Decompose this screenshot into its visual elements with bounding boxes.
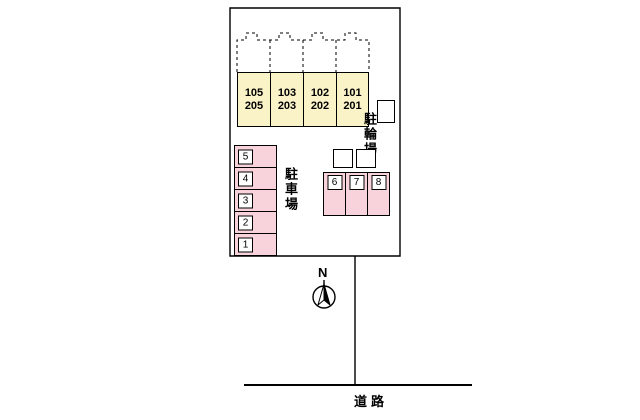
space-number: 5 (238, 149, 253, 164)
building-unit: 103 203 (270, 72, 304, 127)
unit-number-upper: 102 (310, 86, 330, 99)
space-number: 4 (238, 171, 253, 186)
parking-space: 2 (234, 211, 277, 234)
north-label: N (318, 265, 328, 280)
roof-outline (236, 32, 370, 72)
unit-number-upper: 105 (244, 86, 264, 99)
road-label: 道路 (354, 394, 389, 409)
bicycle-rack (333, 149, 353, 168)
space-number: 6 (327, 175, 342, 190)
building-unit: 102 202 (303, 72, 337, 127)
unit-number-lower: 202 (310, 99, 330, 112)
north-compass-icon (312, 280, 336, 309)
parking-space: 1 (234, 233, 277, 256)
unit-number-lower: 201 (343, 99, 362, 112)
parking-space: 6 (323, 172, 346, 216)
space-number: 3 (238, 193, 253, 208)
space-number: 1 (238, 237, 253, 252)
space-number: 2 (238, 215, 253, 230)
unit-number-lower: 205 (244, 99, 264, 112)
parking-space: 4 (234, 167, 277, 190)
unit-number-lower: 203 (277, 99, 297, 112)
property-boundary (229, 7, 401, 384)
unit-number-upper: 103 (277, 86, 297, 99)
parking-space: 8 (367, 172, 390, 216)
bicycle-rack (377, 100, 395, 123)
parking-space: 3 (234, 189, 277, 212)
unit-number-upper: 101 (343, 86, 362, 99)
building-unit: 101 201 (336, 72, 369, 127)
space-number: 7 (349, 175, 364, 190)
parking-space: 5 (234, 145, 277, 168)
building-unit: 105 205 (237, 72, 271, 127)
space-number: 8 (371, 175, 386, 190)
parking-lot-label: 駐車場 (283, 167, 298, 212)
bicycle-parking-label: 駐輪場 (362, 112, 377, 157)
bicycle-rack (356, 149, 376, 168)
parking-space: 7 (345, 172, 368, 216)
